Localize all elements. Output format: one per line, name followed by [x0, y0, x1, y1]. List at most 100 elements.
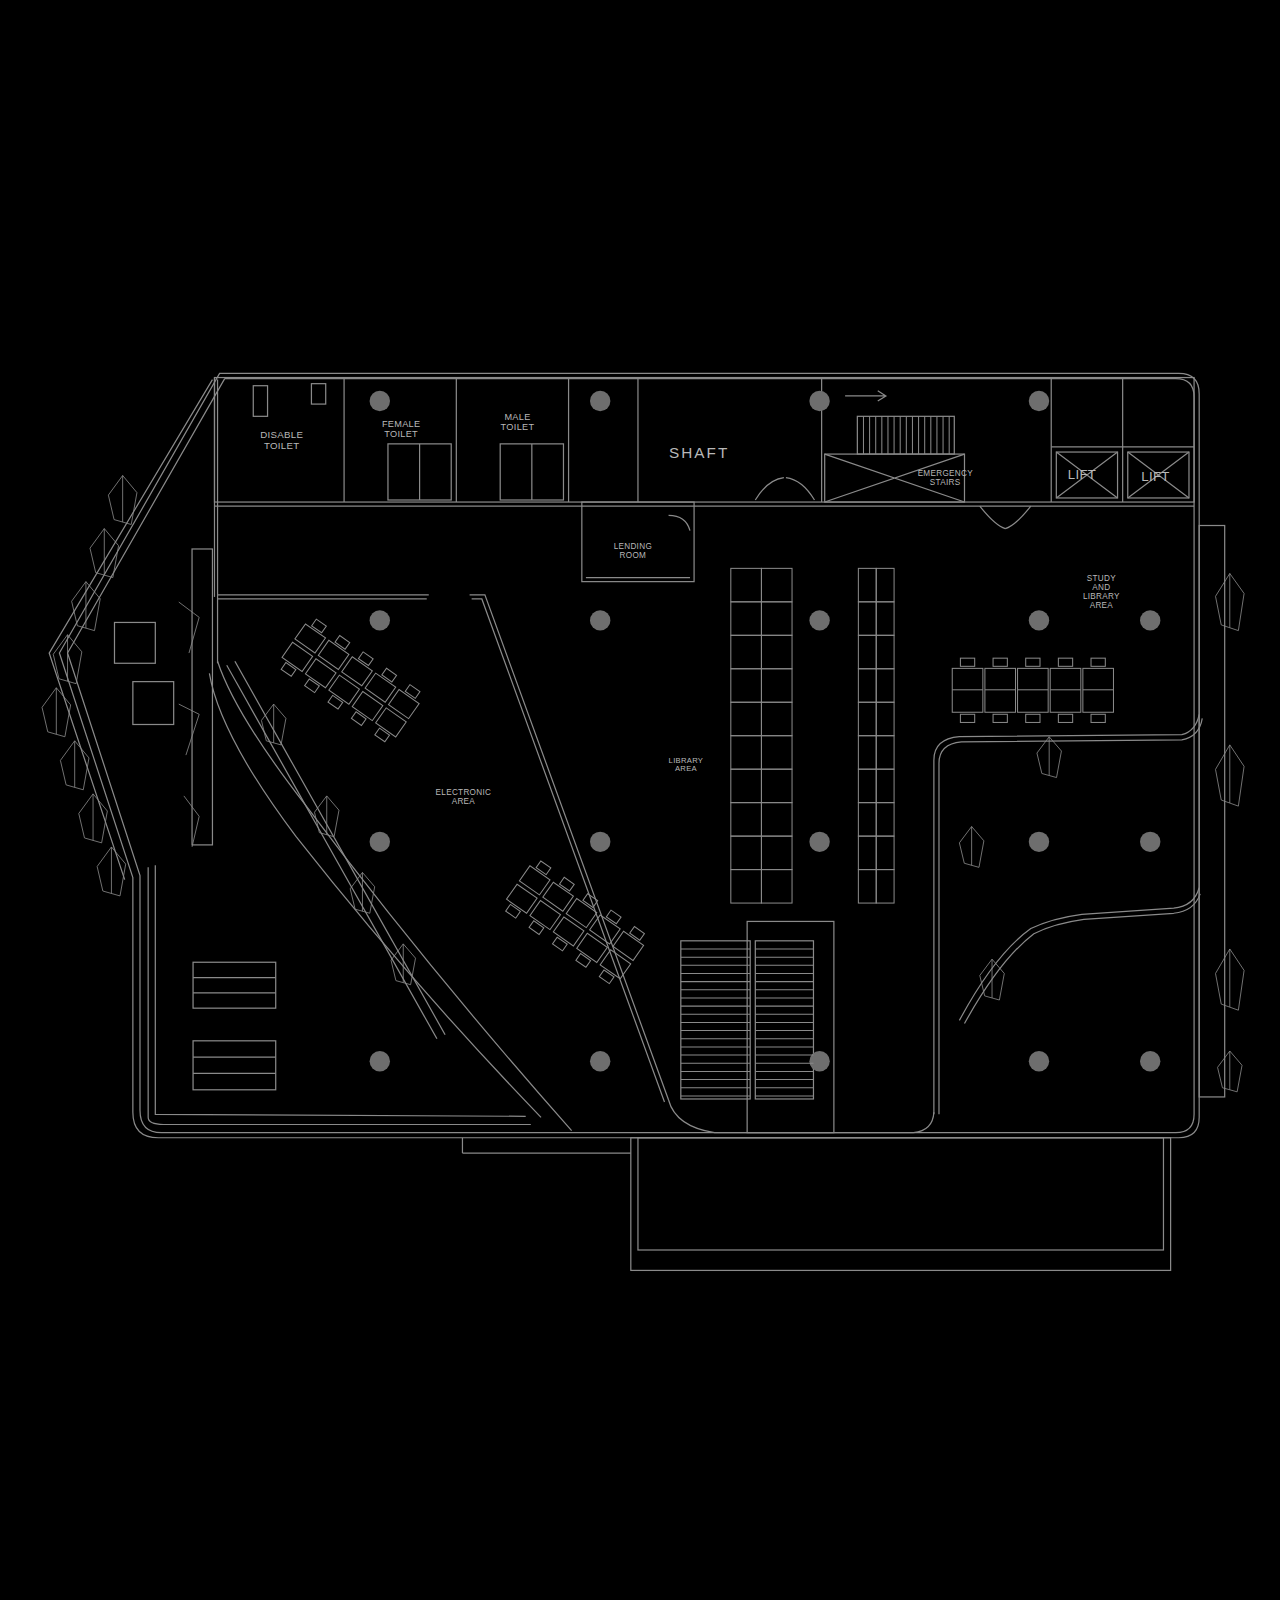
computer-desk — [376, 708, 407, 737]
computer-desk — [501, 857, 650, 987]
partition — [1051, 378, 1052, 502]
stair-tread — [943, 416, 944, 454]
study-desk — [985, 668, 1016, 712]
entrance-step — [462, 1138, 463, 1153]
study-desk — [1026, 658, 1040, 666]
library-edge — [669, 1100, 934, 1133]
facade-panel — [1216, 745, 1245, 806]
computer-desk — [553, 917, 584, 946]
computer-desk — [389, 689, 420, 718]
stair-room: EMERGENCY STAIRS — [825, 380, 1050, 500]
door-swing — [669, 478, 1031, 531]
bookshelf — [858, 602, 876, 635]
bookshelf — [761, 635, 792, 668]
bookshelf — [876, 836, 894, 869]
bookshelf — [858, 635, 876, 668]
electronic-partition — [218, 599, 665, 1102]
bookshelf — [761, 769, 792, 802]
service-box — [114, 622, 155, 663]
bookshelf — [761, 602, 792, 635]
bookshelf — [731, 635, 762, 668]
structural-column — [590, 610, 610, 630]
stair-tread — [912, 416, 913, 454]
study-desk — [1091, 658, 1105, 666]
curved-wall — [964, 894, 1200, 1024]
computer-desk — [365, 673, 396, 702]
wc-cubicle — [500, 444, 563, 500]
bookshelf — [761, 702, 792, 735]
service-band — [214, 378, 1194, 502]
terrace-bench — [193, 962, 276, 1008]
inner-wall — [217, 380, 218, 664]
structural-column — [590, 391, 610, 411]
wc-fixture — [311, 384, 325, 404]
facade-panel — [261, 704, 285, 745]
bookshelf — [731, 769, 762, 802]
bookshelf — [876, 702, 894, 735]
room-label: LIFT — [1068, 467, 1096, 482]
partition — [568, 378, 569, 502]
computer-desk — [276, 616, 425, 746]
bookshelf — [731, 702, 762, 735]
stair-tread — [681, 989, 750, 990]
stair-tread — [755, 1006, 813, 1007]
stair-tread — [755, 1063, 813, 1064]
stair-tread — [755, 1087, 813, 1088]
bookshelf — [761, 803, 792, 836]
bookshelf — [858, 736, 876, 769]
room-label: FEMALE TOILET — [376, 419, 427, 439]
stair-core — [747, 921, 834, 1132]
structural-column — [370, 832, 390, 852]
stair-tread — [681, 1030, 750, 1031]
structural-column — [370, 391, 1161, 1072]
bookshelf — [731, 803, 762, 836]
partition — [343, 378, 344, 502]
computer-desk — [375, 728, 390, 742]
facade-line — [49, 380, 212, 880]
computer-desk — [351, 712, 366, 726]
partition — [456, 378, 457, 502]
structural-column — [590, 832, 610, 852]
terrace-bench — [193, 1057, 276, 1073]
facade-panel — [350, 872, 374, 913]
structural-column — [809, 391, 829, 411]
stair-tread — [869, 416, 870, 454]
study-desk — [1018, 668, 1049, 712]
area-label: LIBRARY AREA — [666, 756, 707, 773]
bookshelf — [876, 669, 894, 702]
study-desk — [1083, 689, 1114, 690]
facade-strip — [192, 549, 212, 845]
stair-tread — [900, 416, 901, 454]
stair-tread — [681, 1046, 750, 1047]
bookshelf — [761, 568, 792, 601]
computer-desk — [281, 663, 296, 677]
electronic-area: ELECTRONIC AREA — [219, 597, 668, 1133]
wc-cubicle — [419, 444, 420, 500]
facade-panel — [391, 944, 415, 985]
room-label: MALE TOILET — [495, 411, 541, 431]
stair-tread — [755, 1055, 813, 1056]
structural-column — [1029, 832, 1049, 852]
structural-column — [370, 610, 390, 630]
structural-column — [809, 1051, 829, 1071]
structural-column — [1029, 391, 1049, 411]
lift-car: LIFT — [1128, 452, 1189, 498]
study-desk — [993, 658, 1007, 666]
study-desk — [952, 658, 1113, 722]
computer-desk — [305, 659, 336, 688]
stair-tread — [875, 416, 876, 454]
bookshelf — [761, 669, 792, 702]
stair-tread — [681, 965, 750, 966]
computer-desk — [560, 877, 575, 891]
room-label: LIFT — [1141, 469, 1169, 484]
stair-tread — [755, 1079, 813, 1080]
computer-desk — [506, 904, 521, 918]
computer-desk — [507, 884, 538, 913]
study-desk — [985, 689, 1016, 690]
facade-panel — [42, 476, 1244, 1092]
bookshelf — [858, 769, 876, 802]
stair-tread — [924, 416, 925, 454]
terrace-edge — [209, 673, 541, 1117]
stair-tread — [930, 416, 931, 454]
